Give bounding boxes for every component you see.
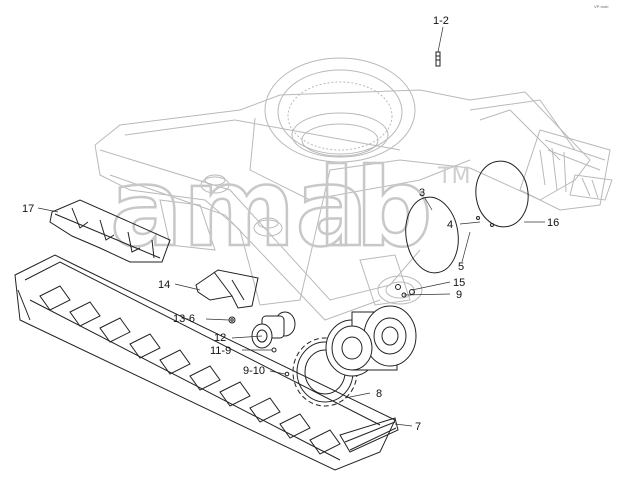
bolt-part-1-2 xyxy=(435,51,441,67)
cover-plate-part-16 xyxy=(475,160,529,228)
callout-8: 8 xyxy=(376,388,382,400)
callout-9: 9 xyxy=(456,289,462,301)
callout-3: 3 xyxy=(419,187,425,199)
bracket-part-14 xyxy=(195,269,259,309)
callout-9-10: 9-10 xyxy=(243,365,265,377)
bolt-part-6 xyxy=(228,316,236,324)
callout-11-9: 11-9 xyxy=(210,345,231,357)
slewing-ring-ghost xyxy=(264,57,416,163)
callout-12: 12 xyxy=(214,332,226,344)
callout-13-6: 13-6 xyxy=(173,313,195,325)
callout-7: 7 xyxy=(415,421,421,433)
callout-5: 5 xyxy=(458,261,464,273)
leader-lines xyxy=(37,26,545,427)
rear-track-ghost xyxy=(519,129,613,211)
callout-17: 17 xyxy=(22,203,34,215)
frame-ghost xyxy=(94,89,591,321)
callout-15: 15 xyxy=(453,277,465,289)
watermark-tm: TM xyxy=(437,164,470,189)
track-chain-part-7 xyxy=(14,254,399,471)
watermark-brand-end: lb xyxy=(318,146,432,271)
callout-14: 14 xyxy=(158,279,170,291)
callout-1-2: 1-2 xyxy=(433,15,449,27)
corner-text: VP-mob xyxy=(594,4,609,9)
callout-4: 4 xyxy=(447,219,453,231)
callout-16: 16 xyxy=(547,217,559,229)
callout-labels: 1-2 17 3 4 16 5 15 9 14 13-6 12 11-9 9-1… xyxy=(22,15,559,433)
watermark: ama lb TM xyxy=(109,145,471,273)
motor-part-12 xyxy=(251,311,296,353)
final-drive xyxy=(325,305,417,377)
watermark-brand: ama xyxy=(110,146,368,271)
cover-plate-part-3 xyxy=(405,196,459,274)
guard-plate-part-17 xyxy=(49,199,171,263)
